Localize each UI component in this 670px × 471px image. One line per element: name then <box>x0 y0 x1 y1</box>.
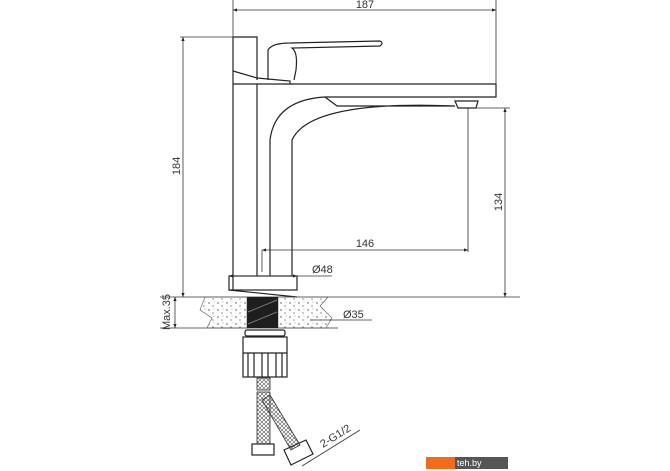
dim-g12: 2-G1/2 <box>318 423 353 451</box>
base-diameter-dimension: Ø48 <box>229 264 333 278</box>
max-thickness-dimension: Max.35 <box>161 294 177 330</box>
watermark-logo: teh.by <box>426 457 508 469</box>
dim-146: 146 <box>356 238 374 250</box>
connection-dimension: 2-G1/2 <box>301 423 361 467</box>
spout-height-dimension: 134 <box>470 107 510 297</box>
spout-reach-dimension: 146 <box>261 108 469 272</box>
dim-d35: Ø35 <box>343 309 364 321</box>
dim-187: 187 <box>356 0 374 11</box>
watermark-text: teh.by <box>455 457 508 469</box>
dim-184: 184 <box>171 157 183 175</box>
faucet-body <box>228 36 497 298</box>
dim-134: 134 <box>493 193 505 211</box>
dim-d48: Ø48 <box>312 264 333 276</box>
supply-hoses <box>251 377 314 466</box>
countertop <box>160 296 520 329</box>
height-dimension: 184 <box>171 36 233 297</box>
mounting-nut <box>242 329 288 378</box>
width-dimension: 187 <box>232 0 497 84</box>
dim-max35: Max.35 <box>161 294 173 330</box>
hole-diameter-dimension: Ø35 <box>310 309 372 321</box>
